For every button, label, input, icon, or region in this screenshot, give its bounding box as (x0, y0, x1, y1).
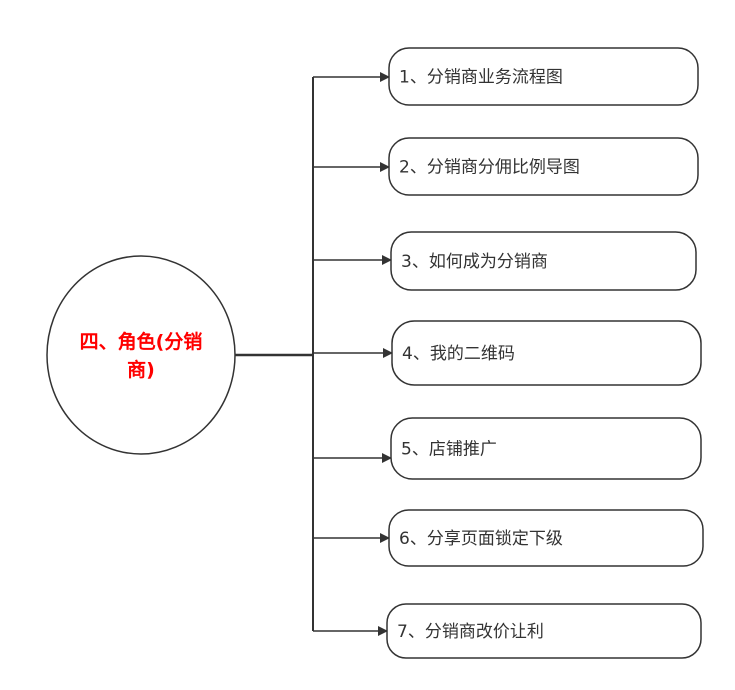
child-node-label: 3、如何成为分销商 (401, 252, 548, 272)
child-node-label: 7、分销商改价让利 (397, 622, 544, 642)
child-node[interactable] (388, 509, 704, 567)
child-node[interactable] (390, 417, 702, 480)
child-node[interactable] (390, 231, 697, 291)
child-node[interactable] (388, 47, 699, 106)
child-node[interactable] (391, 320, 702, 386)
child-node-label: 1、分销商业务流程图 (399, 68, 563, 88)
child-node-label: 5、店铺推广 (401, 440, 497, 460)
root-label-line1: 四、角色(分销 (80, 330, 203, 353)
root-node[interactable] (46, 255, 236, 455)
root-label-line2: 商) (127, 358, 155, 381)
child-node[interactable] (388, 137, 699, 196)
child-node-label: 6、分享页面锁定下级 (399, 529, 563, 549)
child-node-label: 4、我的二维码 (402, 344, 515, 364)
child-node-label: 2、分销商分佣比例导图 (399, 158, 580, 178)
child-node[interactable] (386, 603, 702, 659)
